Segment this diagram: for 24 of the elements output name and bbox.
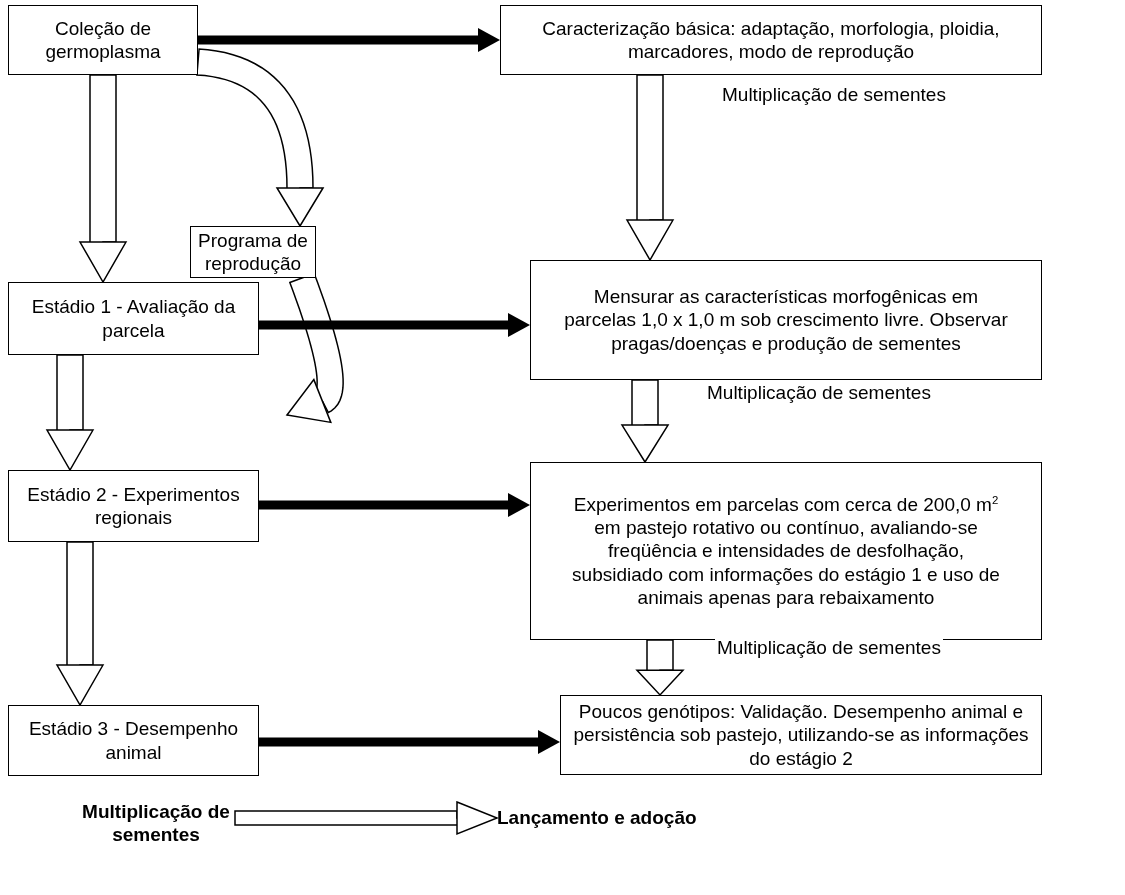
process-box: Experimentos em parcelas com cerca de 200,0 m$^{2}$ em pastejo rotativo ou contínuo, avaliando-se freqüência e intensidades de desfolhação, subsidiado com informações do estágio 1 e uso de animais apenas para rebaixamento: [530, 462, 1042, 640]
arrow: [259, 730, 560, 754]
block-arrow: [79, 74, 127, 283]
process-box: Estádio 3 - Desempenho animal: [8, 705, 259, 776]
step-label: Multiplicação de sementes: [81, 799, 231, 847]
arrow: [259, 493, 530, 517]
arrow: [198, 28, 500, 52]
process-box: Mensurar as características morfogênicas em parcelas 1,0 x 1,0 m sob crescimento livre. Observar pragas/doenças e produção de sementes: [530, 260, 1042, 380]
process-box: Estádio 1 - Avaliação da parcela: [8, 282, 259, 355]
block-arrow: [56, 541, 104, 706]
process-box: Estádio 2 - Experimentos regionais: [8, 470, 259, 542]
curved-block-arrow: [196, 48, 324, 227]
process-box: Coleção de germoplasma: [8, 5, 198, 75]
process-box: Caracterização básica: adaptação, morfologia, ploidia, marcadores, modo de reprodução: [500, 5, 1042, 75]
block-arrow: [636, 639, 684, 696]
block-arrow: [621, 379, 669, 463]
process-box: Poucos genótipos: Validação. Desempenho animal e persistência sob pastejo, utilizando-se as informações do estágio 2: [560, 695, 1042, 775]
step-label: Lançamento e adoção: [497, 806, 697, 830]
block-arrow: [46, 354, 94, 471]
process-box: Programa de reprodução: [190, 226, 316, 278]
edge-label: Multiplicação de sementes: [715, 637, 943, 659]
block-arrow: [234, 801, 498, 835]
block-arrow: [626, 74, 674, 261]
arrow: [259, 313, 530, 337]
